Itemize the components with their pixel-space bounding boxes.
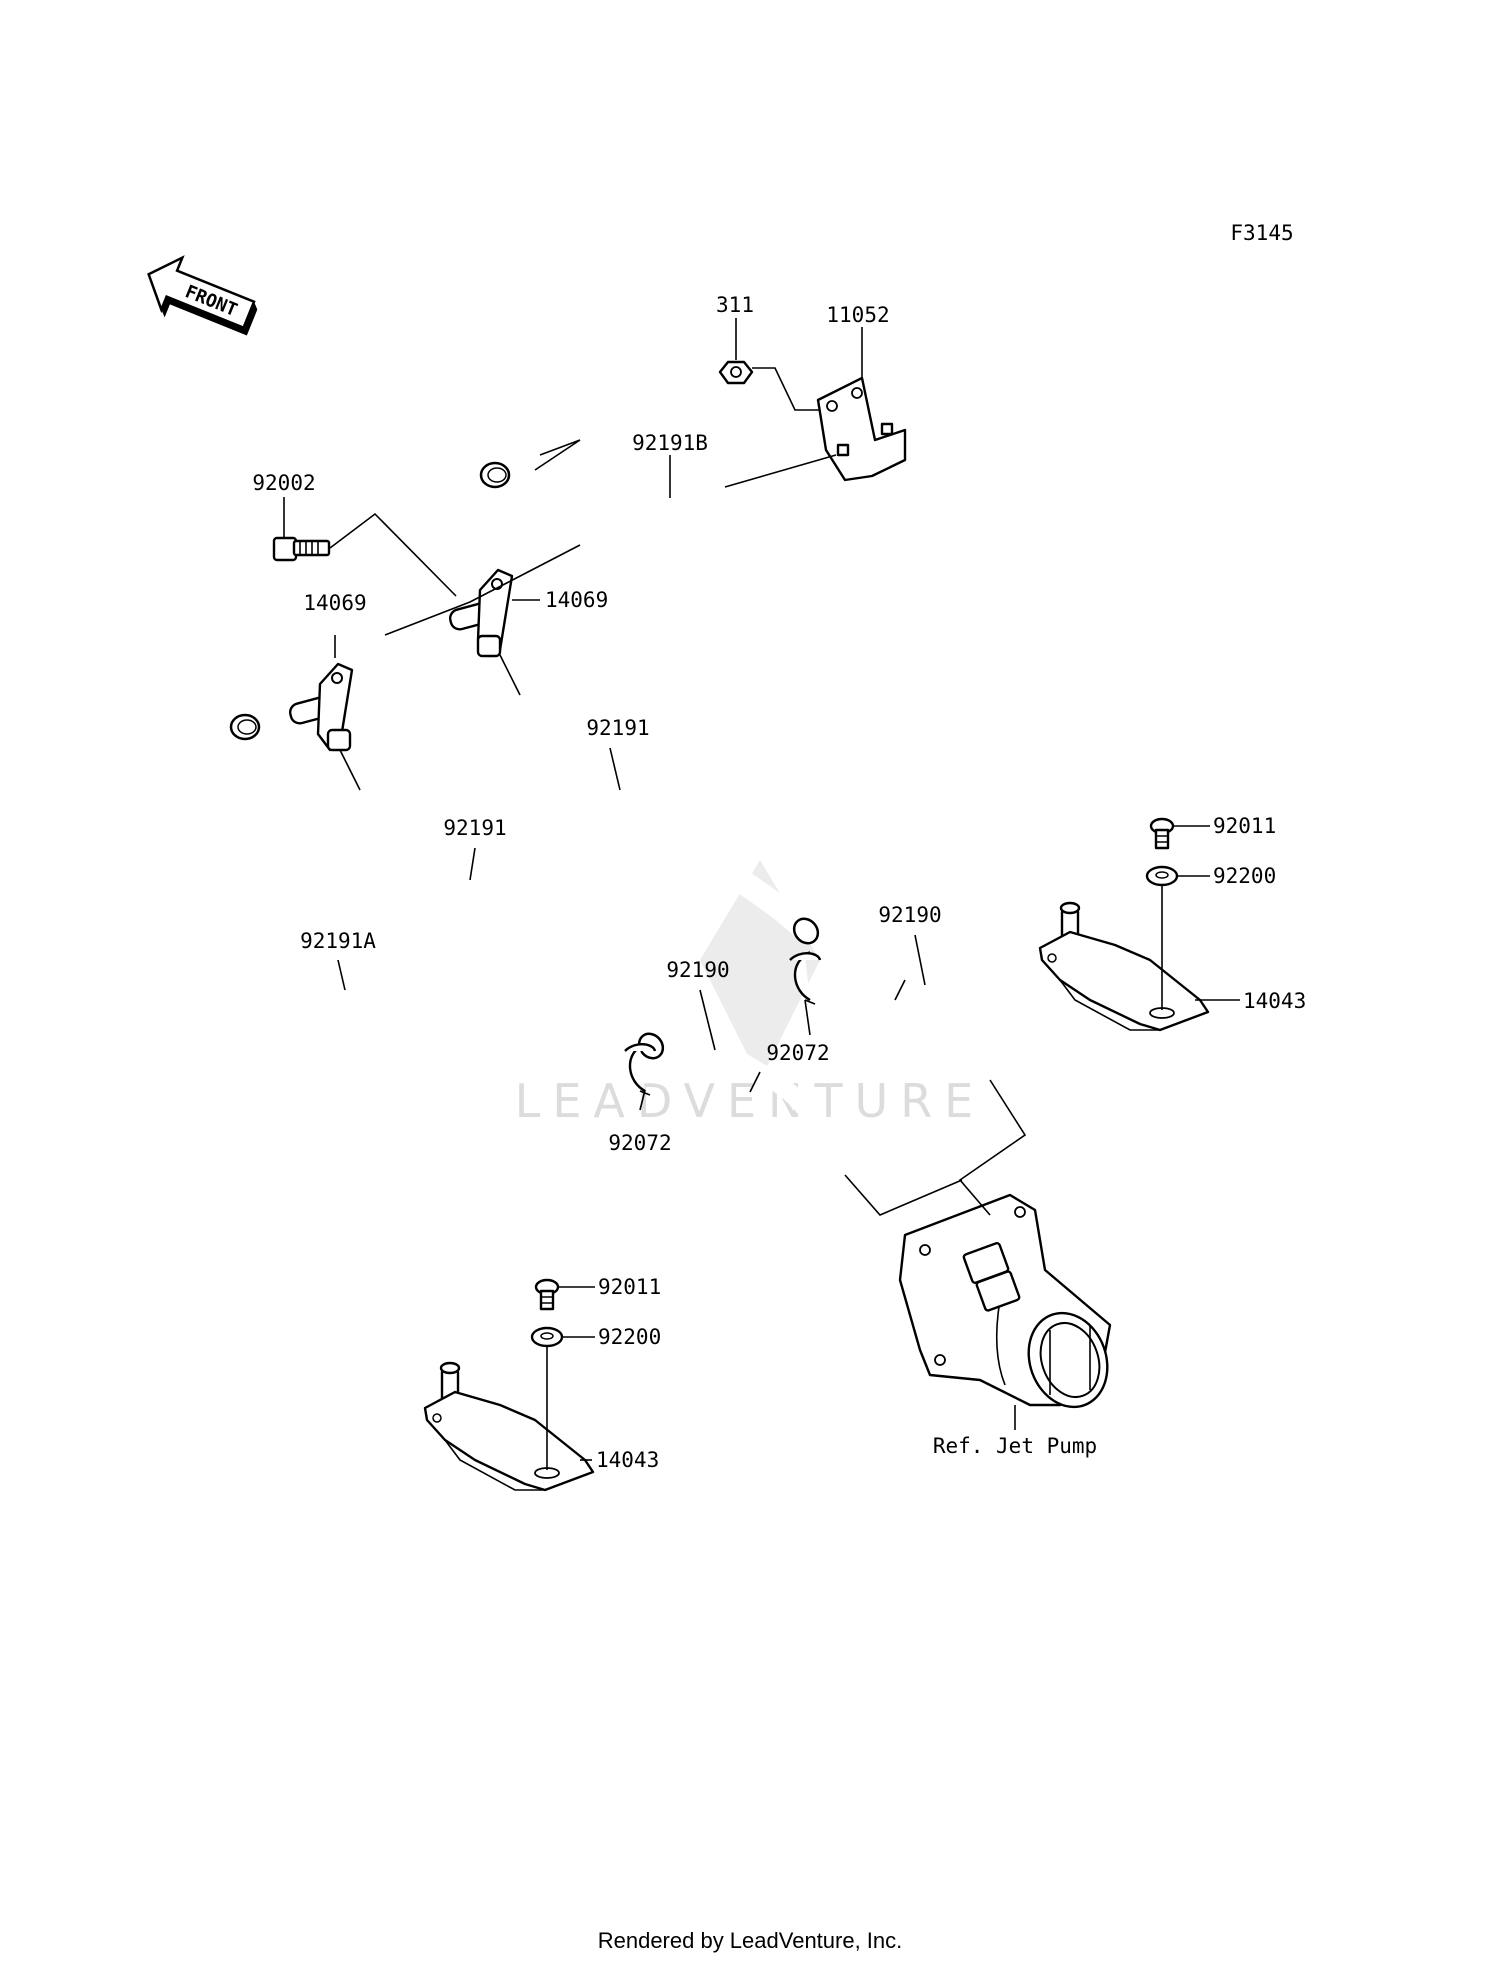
label-bolt: 92002	[252, 471, 315, 495]
label-hose-mid-right: 92191	[586, 716, 649, 740]
label-washer-right: 92200	[1213, 864, 1276, 888]
clamp-92072-left	[624, 1043, 657, 1096]
label-cover-left: 14043	[596, 1448, 659, 1472]
washer-92200-left	[530, 1326, 564, 1348]
bracket-11052	[816, 376, 907, 482]
label-nozzle-left: 14069	[303, 591, 366, 615]
label-washer-left: 92200	[598, 1325, 661, 1349]
washer-92200-right	[1145, 865, 1179, 887]
hose-92191-right	[518, 696, 820, 945]
nut-311	[718, 360, 754, 385]
label-nozzle-right: 14069	[545, 588, 608, 612]
front-arrow-icon: FRONT	[147, 255, 258, 336]
hose-92190-right	[836, 939, 999, 1089]
bolt-92002	[272, 536, 331, 562]
screw-92011-right	[1149, 817, 1175, 850]
jet-pump-reference	[898, 1193, 1112, 1409]
hose-92191b	[477, 461, 1094, 883]
label-nut: 311	[716, 293, 754, 317]
label-ref-jet-pump: Ref. Jet Pump	[933, 1434, 1097, 1458]
nozzle-14069-right	[448, 568, 514, 658]
label-screw-right: 92011	[1213, 814, 1276, 838]
screw-92011-left	[534, 1278, 560, 1311]
label-hose-mid-left: 92191	[443, 816, 506, 840]
label-clamp-left: 92072	[608, 1131, 671, 1155]
clamp-92072-right	[789, 951, 822, 1005]
label-hose-b: 92191B	[632, 431, 708, 455]
cover-14043-left	[423, 1361, 595, 1492]
hose-92190-left	[691, 1031, 854, 1184]
label-cover-right: 14043	[1243, 989, 1306, 1013]
label-hose-short-left: 92190	[666, 958, 729, 982]
watermark-text: LEADVENTURE	[515, 1074, 986, 1128]
label-hose-short-right: 92190	[878, 903, 941, 927]
callout-labels: 311 11052 92191B 92002 14069 14069 92191…	[252, 293, 1306, 1472]
label-screw-left: 92011	[598, 1275, 661, 1299]
figure-code: F3145	[1230, 221, 1293, 245]
cover-14043-right	[1038, 901, 1210, 1032]
hose-92191a	[131, 712, 473, 1343]
hose-92191-left	[358, 786, 665, 1060]
label-bracket: 11052	[826, 303, 889, 327]
footer-credit: Rendered by LeadVenture, Inc.	[598, 1928, 903, 1953]
label-clamp-right: 92072	[766, 1041, 829, 1065]
nozzle-14069-left	[288, 662, 354, 752]
leader-lines	[283, 318, 1240, 1470]
label-hose-a: 92191A	[300, 929, 376, 953]
